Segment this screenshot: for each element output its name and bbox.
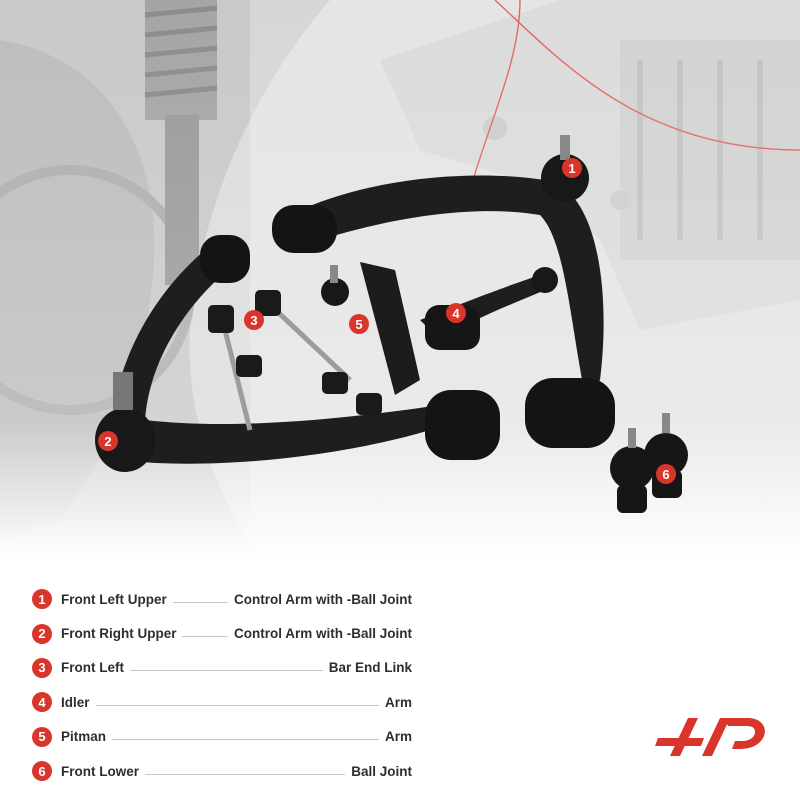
legend-number: 4	[32, 692, 52, 713]
suspension-kit-illustration	[0, 0, 800, 560]
leader-line	[182, 636, 228, 638]
callout-2: 2	[98, 431, 118, 451]
sway-bar-links	[208, 290, 382, 431]
bushing	[525, 378, 615, 448]
legend-position: Front Left	[61, 660, 124, 676]
legend-part: Control Arm with -Ball Joint	[234, 626, 412, 642]
legend-part: Ball Joint	[351, 763, 412, 779]
ball-joint	[95, 408, 155, 472]
legend-position: Pitman	[61, 729, 107, 745]
callout-5: 5	[349, 314, 369, 334]
legend-row: 4 Idler Arm	[32, 685, 412, 719]
legend-part: Arm	[384, 694, 412, 710]
legend-row: 3 Front Left Bar End Link	[32, 651, 412, 685]
upper-control-arm-1	[272, 135, 615, 448]
legend-number: 3	[32, 657, 52, 678]
legend-number: 2	[32, 623, 52, 644]
upper-control-arm-2	[95, 235, 500, 472]
legend-row: 1 Front Left Upper Control Arm with -Bal…	[32, 582, 412, 616]
legend-part: Control Arm with -Ball Joint	[234, 591, 412, 607]
legend-row: 6 Front Lower Ball Joint	[32, 754, 412, 788]
brand-logo-icon	[655, 718, 765, 756]
legend-part: Arm	[384, 729, 412, 745]
parts-legend: 1 Front Left Upper Control Arm with -Bal…	[32, 582, 412, 788]
legend-position: Front Right Upper	[61, 626, 177, 642]
leader-line	[130, 670, 323, 672]
bushing	[272, 205, 337, 253]
legend-part: Bar End Link	[328, 660, 412, 676]
lower-ball-joints	[610, 413, 688, 513]
legend-number: 5	[32, 726, 52, 747]
callout-6: 6	[656, 464, 676, 484]
legend-row: 5 Pitman Arm	[32, 720, 412, 754]
legend-number: 1	[32, 589, 52, 610]
legend-number: 6	[32, 761, 52, 782]
stud	[560, 135, 570, 160]
leader-line	[172, 601, 228, 603]
callout-3: 3	[244, 310, 264, 330]
leader-line	[95, 704, 379, 706]
leader-line	[112, 739, 379, 741]
callout-1: 1	[562, 158, 582, 178]
product-photo: 1 2 3 4 5 6	[0, 0, 800, 560]
legend-position: Front Left Upper	[61, 591, 167, 607]
leader-line	[145, 773, 346, 775]
legend-row: 2 Front Right Upper Control Arm with -Ba…	[32, 616, 412, 650]
pitman-arm	[321, 262, 420, 395]
stud	[113, 372, 133, 410]
bushing	[425, 390, 500, 460]
bushing	[200, 235, 250, 283]
legend-position: Idler	[61, 694, 90, 710]
callout-4: 4	[446, 303, 466, 323]
idler-arm	[420, 267, 558, 350]
legend-position: Front Lower	[61, 763, 139, 779]
